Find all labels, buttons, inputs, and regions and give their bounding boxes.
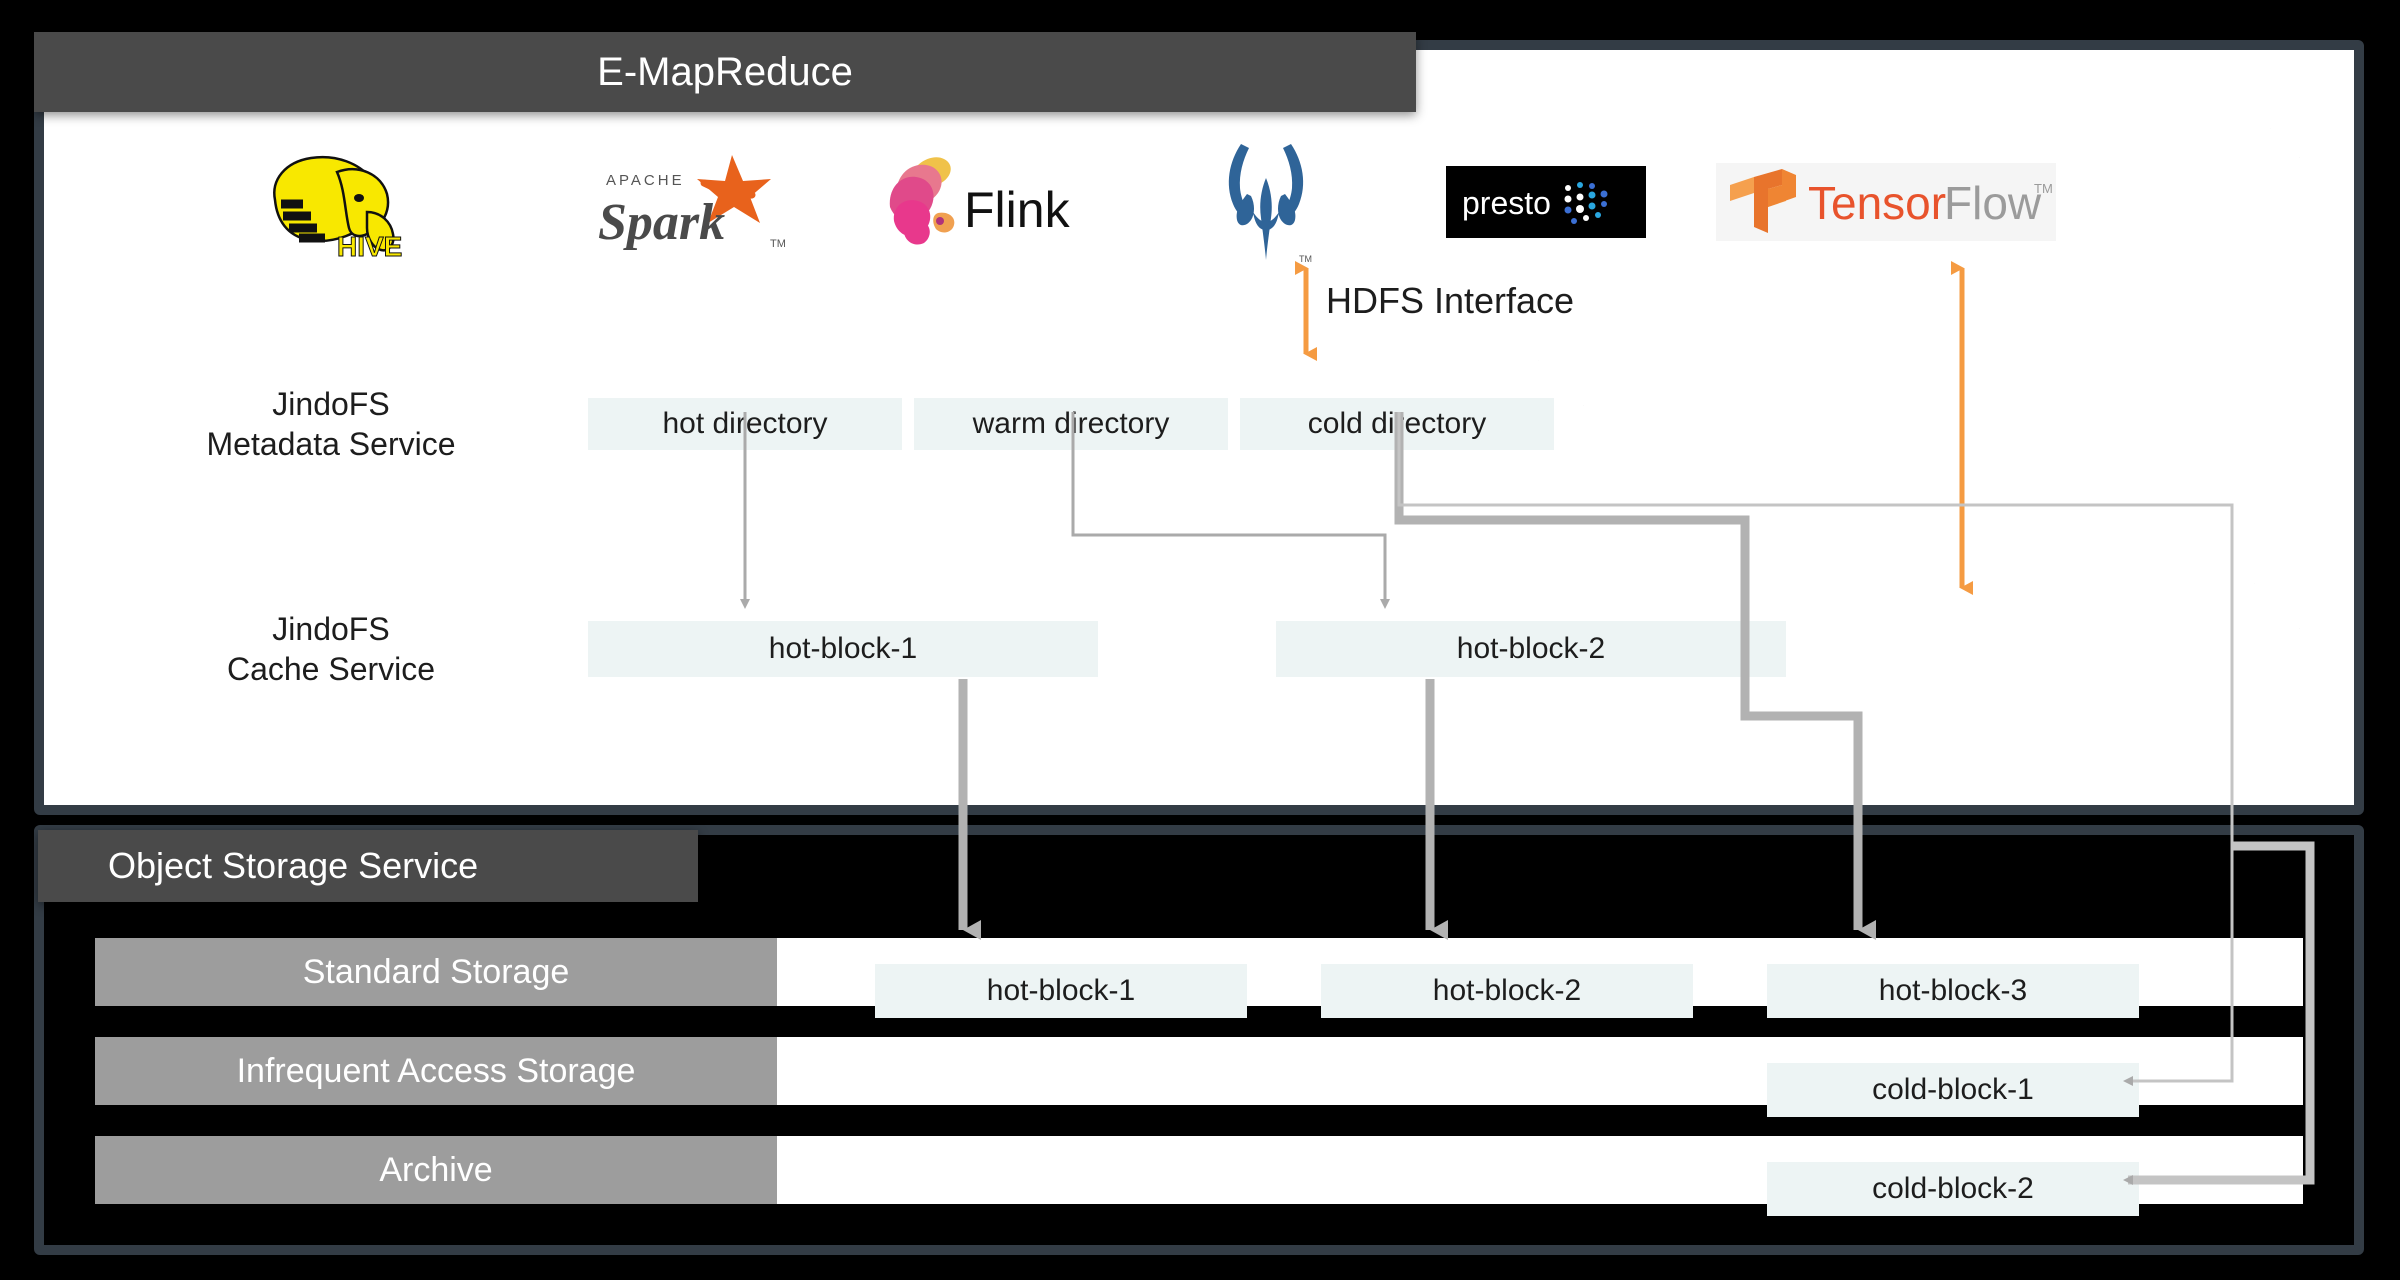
jindofs-cache-service-panel: JindoFS Cache Service hot-block-1 hot-bl… [96,583,2300,715]
impala-logo: TM [1196,128,1336,276]
svg-text:TM: TM [1299,254,1312,264]
cache-hot-block-2[interactable]: hot-block-2 [1276,621,1786,677]
svg-text:presto: presto [1462,185,1551,221]
emr-title-tab: E-MapReduce [34,32,1416,112]
object-storage-frame [34,825,2364,1255]
tier-archive-label: Archive [95,1136,777,1204]
metadata-service-label-line2: Metadata Service [206,426,456,462]
svg-text:Flow: Flow [1944,177,2042,229]
flink-logo: Flink [866,128,1116,276]
tensorflow-logo: Tensor Flow TM [1696,128,2076,276]
warm-directory-block[interactable]: warm directory [914,398,1228,450]
svg-text:Spark: Spark [598,194,725,251]
object-storage-title-tab: Object Storage Service [38,830,698,902]
cache-service-label: JindoFS Cache Service [96,583,566,715]
infrequent-cold-block-1[interactable]: cold-block-1 [1767,1063,2139,1117]
svg-text:Tensor: Tensor [1808,177,1946,229]
presto-logo: presto [1436,128,1656,276]
standard-hot-block-3[interactable]: hot-block-3 [1767,964,2139,1018]
svg-text:HIVE: HIVE [337,231,402,262]
tier-archive: Archive cold-block-2 [95,1136,2303,1216]
svg-text:Flink: Flink [964,182,1071,238]
hdfs-interface-label: HDFS Interface [1326,280,1575,321]
cold-directory-block[interactable]: cold directory [1240,398,1554,450]
tier-standard-storage-label: Standard Storage [95,938,777,1006]
object-storage-title-label: Object Storage Service [108,845,479,886]
hot-directory-block[interactable]: hot directory [588,398,902,450]
engine-logo-strip: HIVE HIVE APACHE Spark TM [96,128,2300,276]
metadata-service-label: JindoFS Metadata Service [96,360,566,488]
emr-title-label: E-MapReduce [597,49,853,94]
tier-infrequent-access-storage: Infrequent Access Storage cold-block-1 [95,1037,2303,1117]
spark-logo: APACHE Spark TM [576,128,806,276]
cache-service-label-line2: Cache Service [226,651,436,687]
hive-logo: HIVE HIVE [226,128,426,276]
cache-hot-block-1[interactable]: hot-block-1 [588,621,1098,677]
jindofs-metadata-service-panel: JindoFS Metadata Service hot directory w… [96,360,1584,488]
svg-text:TM: TM [770,238,786,250]
tier-infrequent-access-label: Infrequent Access Storage [95,1037,777,1105]
archive-cold-block-2[interactable]: cold-block-2 [1767,1162,2139,1216]
tier-standard-storage: Standard Storage hot-block-1 hot-block-2… [95,938,2303,1018]
standard-hot-block-1[interactable]: hot-block-1 [875,964,1247,1018]
metadata-service-label-line1: JindoFS [272,386,390,422]
svg-text:TM: TM [2034,181,2053,196]
svg-text:HIVE: HIVE [337,231,402,262]
cache-service-label-line1: JindoFS [272,611,390,647]
standard-hot-block-2[interactable]: hot-block-2 [1321,964,1693,1018]
svg-text:APACHE: APACHE [606,172,685,189]
